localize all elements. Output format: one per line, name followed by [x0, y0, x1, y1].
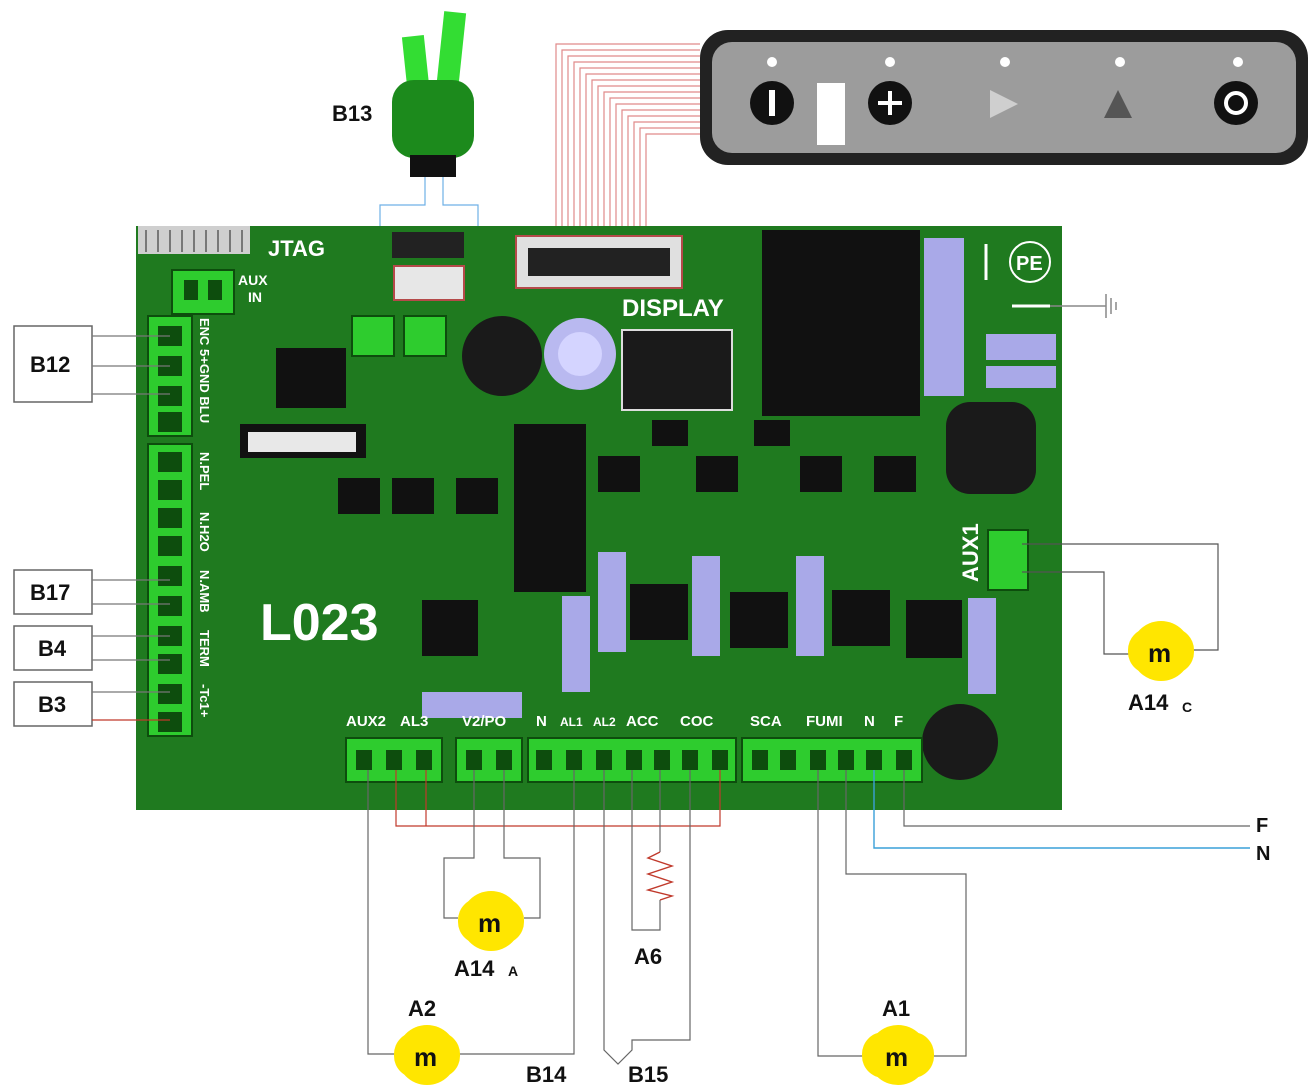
- neutral-wire: [873, 770, 1250, 849]
- a14c-label: A14: [1128, 690, 1169, 715]
- b15-label: B15: [628, 1062, 668, 1086]
- terminal-label-f: F: [894, 713, 903, 730]
- a14a-label: A14: [454, 956, 495, 981]
- aux-in-label-line2: IN: [248, 289, 262, 305]
- ground-icon: [1105, 294, 1117, 318]
- terminal-label-al3: AL3: [400, 713, 428, 730]
- terminal-label-n1: N: [536, 713, 547, 730]
- a14a-motor-symbol: m: [478, 908, 501, 938]
- a14a-sublabel: A: [508, 963, 518, 979]
- term-label: TERM: [197, 630, 212, 667]
- a6-label: A6: [634, 944, 662, 969]
- heatsinks-row: [422, 552, 996, 718]
- bottom-terminal-labels: AUX2 AL3 V2/PO N AL1 AL2 ACC COC SCA FUM…: [346, 713, 903, 730]
- terminal-label-al2: AL2: [593, 715, 616, 729]
- left-connector-labels: ENC 5+GND BLU N.PEL N.H2O N.AMB TERM -Tc…: [197, 318, 212, 718]
- pe-circle: [1009, 241, 1051, 283]
- flame-icon: [1104, 90, 1132, 118]
- model-label: L023: [260, 594, 379, 652]
- enc-label: ENC 5+GND BLU: [197, 318, 212, 423]
- b17-box: [13, 569, 93, 615]
- bottom-terminals: [345, 737, 923, 783]
- small-connector-2: [403, 315, 447, 357]
- aux1-label: AUX1: [958, 523, 983, 582]
- relay-block: [514, 424, 586, 592]
- ribbon-cable: [555, 43, 700, 228]
- left-components: [13, 325, 93, 727]
- grey-wires: [367, 770, 1250, 1065]
- jtag-header: [138, 226, 250, 254]
- a1-motor: m: [862, 1025, 934, 1085]
- b4-box: [13, 625, 93, 671]
- npel-label: N.PEL: [197, 452, 212, 490]
- a2-motor: m: [394, 1025, 460, 1085]
- a14c-sublabel: C: [1182, 699, 1192, 715]
- tc-label: -Tc1+: [197, 684, 212, 718]
- red-wires: [395, 770, 721, 827]
- b13-label: B13: [332, 101, 372, 126]
- resistor-icon: [645, 851, 675, 901]
- optocouplers: [338, 420, 916, 514]
- transformer: [762, 230, 920, 416]
- aux-in-connector: [171, 269, 235, 315]
- left-wires: [92, 335, 170, 693]
- b12-box: [13, 325, 93, 403]
- b17-label: B17: [30, 580, 70, 605]
- b13-sensor: [392, 11, 474, 177]
- left-connectors: [147, 315, 193, 737]
- filter-capacitor: [946, 402, 1036, 494]
- namb-label: N.AMB: [197, 570, 212, 613]
- b3-label: B3: [38, 692, 66, 717]
- b13-connector: [393, 265, 465, 301]
- terminal-label-sca: SCA: [750, 713, 782, 730]
- heatsink-2: [986, 366, 1056, 388]
- power-button-icon: [1214, 81, 1258, 125]
- supply-phase-label: F: [1256, 815, 1268, 837]
- terminal-label-acc: ACC: [626, 713, 659, 730]
- terminal-label-al1: AL1: [560, 715, 583, 729]
- supply-neutral-label: N: [1256, 843, 1270, 865]
- a14c-motor: m: [1128, 621, 1194, 681]
- b13-header: [392, 232, 464, 258]
- terminal-label-aux2: AUX2: [346, 713, 386, 730]
- play-arrow-icon: [990, 90, 1018, 118]
- heatsink-pe: [924, 238, 964, 396]
- display-chip: [621, 329, 733, 411]
- heatsink-1: [986, 334, 1056, 360]
- a2-label: A2: [408, 996, 436, 1021]
- aux1-connector: [987, 529, 1029, 591]
- terminal-label-v2po: V2/PO: [462, 713, 507, 730]
- b14-label: B14: [526, 1062, 567, 1086]
- aux-in-label-line1: AUX: [238, 272, 268, 288]
- b12-label: B12: [30, 352, 70, 377]
- a14a-motor: m: [458, 891, 524, 951]
- pe-label: PE: [1016, 253, 1043, 275]
- a14c-motor-symbol: m: [1148, 638, 1171, 668]
- jtag-label: JTAG: [268, 236, 325, 261]
- a1-label: A1: [882, 996, 910, 1021]
- terminal-label-n2: N: [864, 713, 875, 730]
- display-panel: [700, 30, 1308, 165]
- varistor: [922, 704, 998, 780]
- nh2o-label: N.H2O: [197, 512, 212, 552]
- b4-label: B4: [38, 636, 67, 661]
- terminal-label-fumi: FUMI: [806, 713, 843, 730]
- b3-box: [13, 681, 93, 727]
- display-label: DISPLAY: [622, 295, 724, 322]
- terminal-label-coc: COC: [680, 713, 714, 730]
- buzzer: [462, 316, 542, 396]
- a2-motor-symbol: m: [414, 1042, 437, 1072]
- triacs: [422, 584, 962, 658]
- small-connector-1: [351, 315, 395, 357]
- aux1-wires: [1022, 543, 1219, 655]
- a1-motor-symbol: m: [885, 1042, 908, 1072]
- display-window: [817, 83, 845, 145]
- microcontroller-chip: [276, 348, 346, 408]
